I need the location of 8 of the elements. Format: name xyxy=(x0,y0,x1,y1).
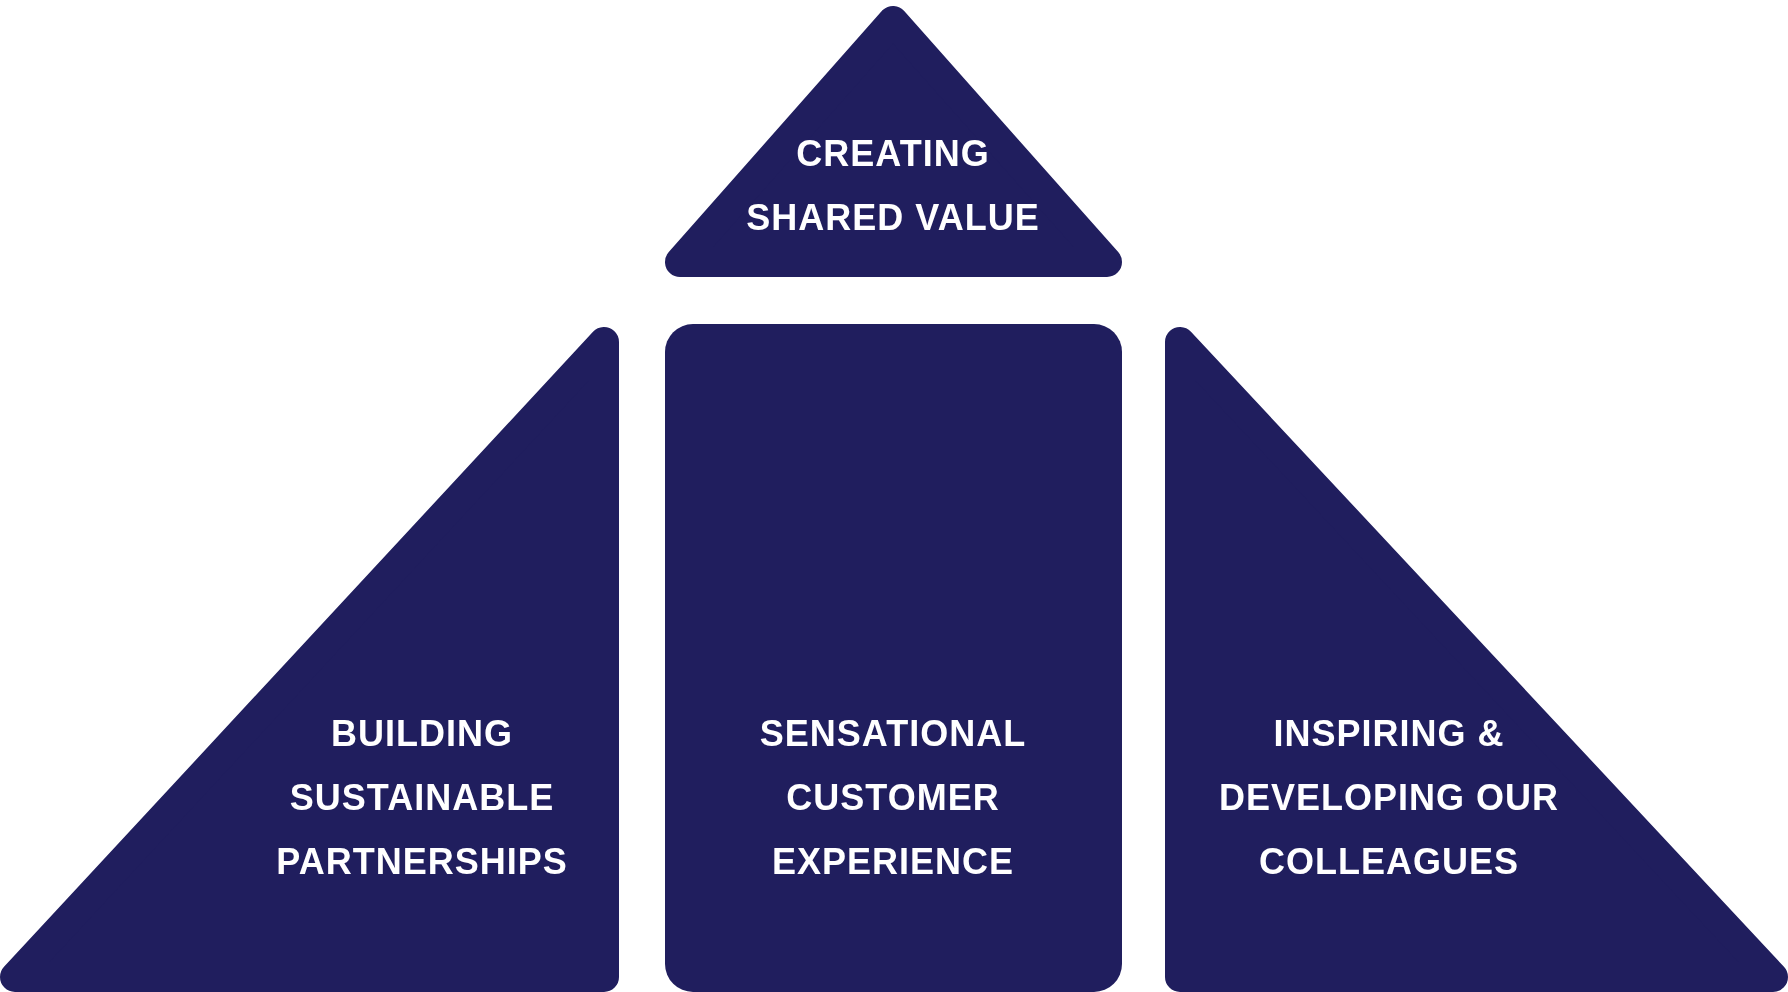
panel-label: INSPIRING & DEVELOPING OUR COLLEAGUES xyxy=(1217,712,1560,884)
panel-label: BUILDING SUSTAINABLE PARTNERSHIPS xyxy=(275,712,569,884)
panel-label: SENSATIONAL CUSTOMER EXPERIENCE xyxy=(758,712,1028,884)
rounded-panel xyxy=(665,324,1122,992)
triangle-panel xyxy=(665,6,1122,277)
triangle-panel xyxy=(1165,327,1788,992)
panel-label: CREATING SHARED VALUE xyxy=(745,132,1041,240)
triangle-panel xyxy=(0,327,621,992)
